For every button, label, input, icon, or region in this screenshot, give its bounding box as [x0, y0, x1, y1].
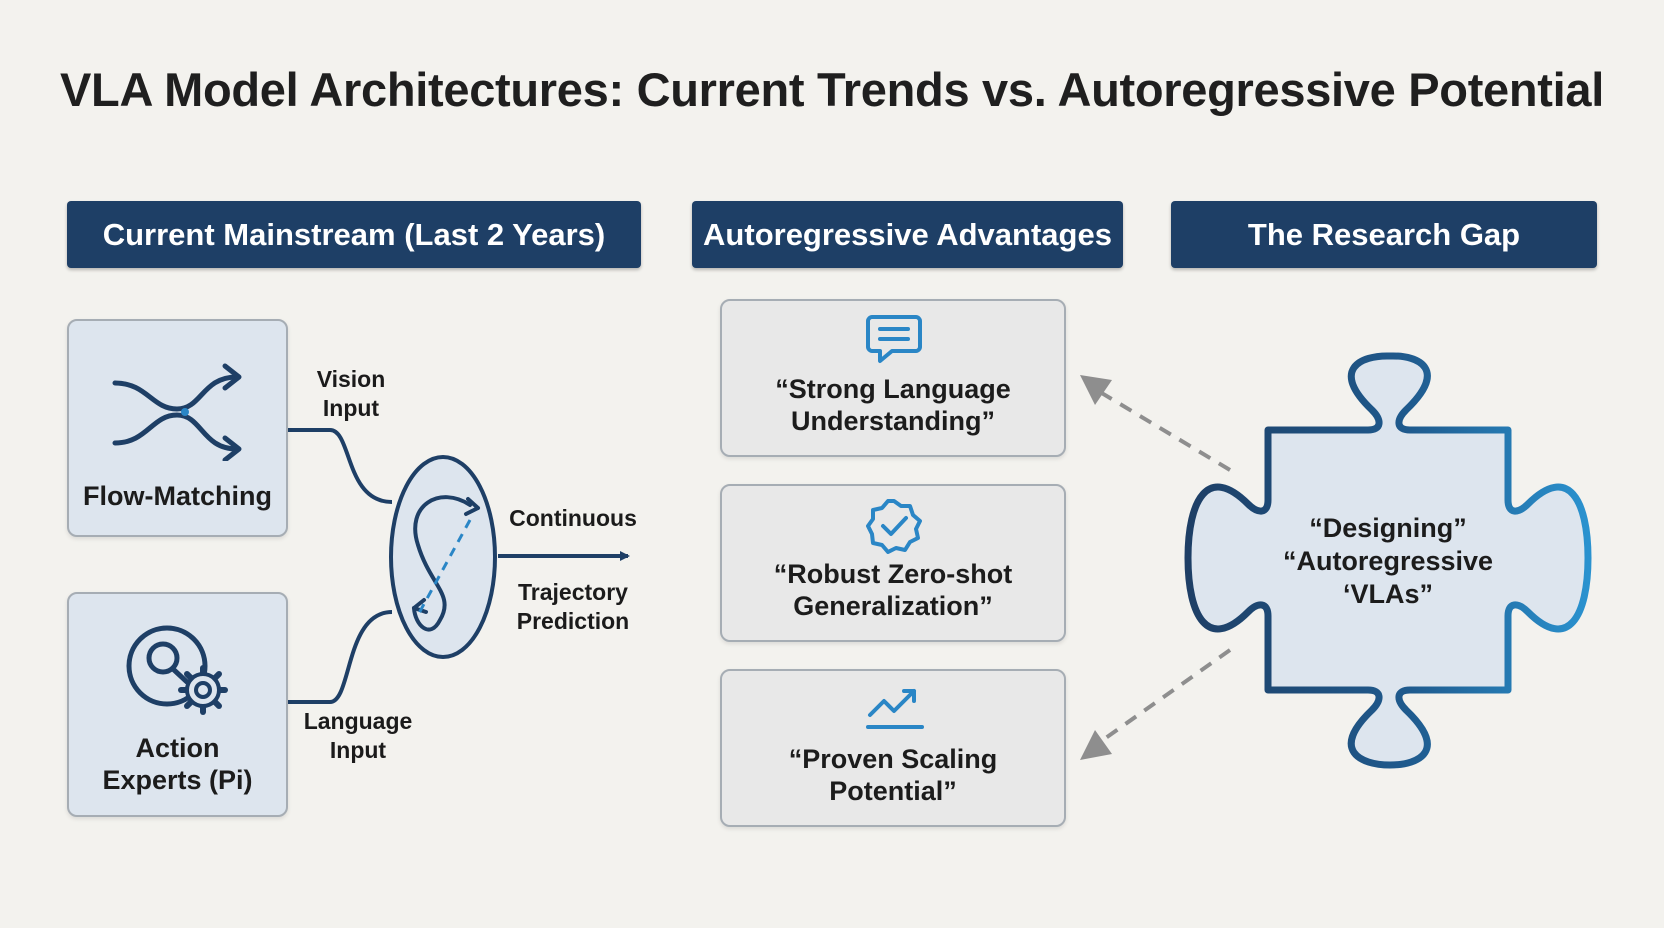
prediction-label-line: Prediction: [516, 608, 630, 635]
trajectory-prediction-label: Trajectory Prediction: [504, 578, 642, 637]
expert-gear-icon: [126, 625, 228, 715]
flow-merge-split-icon: [112, 363, 242, 461]
continuous-label: Continuous: [509, 505, 637, 531]
vision-input-label: Vision Input: [300, 365, 402, 424]
flow-matching-label: Flow-Matching: [83, 481, 272, 511]
vision-input-line2: Input: [322, 395, 380, 422]
advantage-zero-shot-text: “Robust Zero-shot Generalization”: [722, 558, 1064, 623]
advantage-card-zero-shot: “Robust Zero-shot Generalization”: [720, 484, 1066, 642]
header-autoregressive-advantages: Autoregressive Advantages: [692, 201, 1123, 268]
advantage-card-scaling: “Proven Scaling Potential”: [720, 669, 1066, 827]
dashed-arrow-to-scaling: [1080, 648, 1232, 760]
trajectory-label-line: Trajectory: [518, 579, 628, 605]
advantage-zero-shot-line1: “Robust Zero-shot: [773, 559, 1013, 589]
language-input-line1: Language: [303, 708, 413, 734]
advantage-language-line2: Understanding”: [790, 406, 995, 437]
header-research-gap: The Research Gap: [1171, 201, 1597, 268]
trajectory-fusion-node-icon: [389, 455, 497, 659]
advantage-zero-shot-line2: Generalization”: [793, 591, 993, 622]
checkmark-badge-icon: [866, 499, 922, 554]
action-experts-label-line1: Action: [135, 733, 220, 763]
research-gap-text: “Designing” “Autoregressive ‘VLAs”: [1248, 512, 1528, 611]
vision-input-connector: [286, 428, 393, 504]
action-experts-label-line2: Experts (Pi): [102, 765, 253, 796]
flow-matching-card: Flow-Matching: [67, 319, 288, 537]
chat-bubble-icon: [866, 315, 922, 363]
advantage-card-language: “Strong Language Understanding”: [720, 299, 1066, 457]
trend-up-icon: [866, 689, 924, 729]
header-current-mainstream: Current Mainstream (Last 2 Years): [67, 201, 641, 268]
language-input-connector: [286, 610, 393, 704]
page-title: VLA Model Architectures: Current Trends …: [59, 63, 1605, 116]
vision-input-line1: Vision: [316, 366, 386, 392]
advantage-scaling-line1: “Proven Scaling: [788, 744, 998, 774]
action-experts-label: Action Experts (Pi): [69, 732, 286, 797]
language-input-label: Language Input: [296, 707, 420, 766]
research-gap-line3: ‘VLAs”: [1342, 578, 1434, 609]
research-gap-line2: “Autoregressive: [1282, 545, 1494, 576]
action-experts-card: Action Experts (Pi): [67, 592, 288, 817]
language-input-line2: Input: [329, 737, 387, 764]
dashed-arrow-to-language: [1080, 375, 1232, 472]
research-gap-line1: “Designing”: [1309, 513, 1467, 543]
advantage-scaling-line2: Potential”: [829, 776, 957, 807]
advantage-language-line1: “Strong Language: [775, 374, 1011, 404]
advantage-language-text: “Strong Language Understanding”: [722, 373, 1064, 438]
advantage-scaling-text: “Proven Scaling Potential”: [722, 743, 1064, 808]
